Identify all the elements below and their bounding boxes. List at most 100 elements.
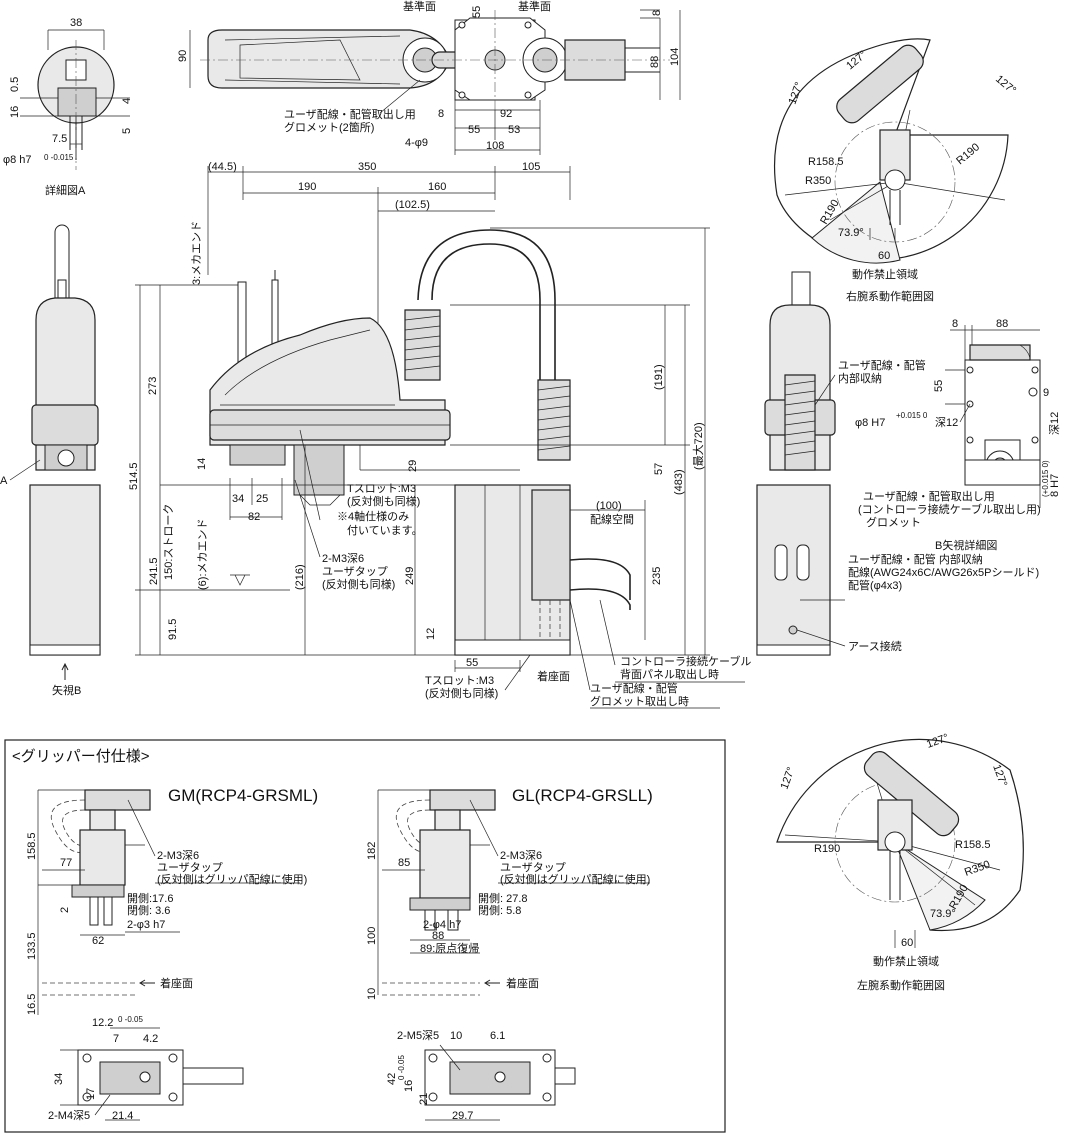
ref-surface-right: 基準面: [518, 0, 551, 13]
controller-cable-2: 背面パネル取出し時: [620, 667, 719, 681]
dim-720: (最大720): [691, 422, 705, 470]
dim-8-top: 8: [651, 10, 663, 16]
dim-55-base: 55: [466, 657, 478, 669]
wiring-spec-1: ユーザ配線・配管 内部収納: [848, 552, 983, 566]
right-dim-60: 60: [878, 250, 890, 262]
ref-surface-left: 基準面: [403, 0, 436, 13]
dim-88-top: 88: [649, 56, 661, 68]
shaft-tolerance: 0 -0.015: [44, 153, 74, 162]
dim-160: 160: [428, 181, 446, 193]
dim-216: (216): [294, 564, 306, 590]
gl-title: GL(RCP4-GRSLL): [512, 786, 653, 805]
b-h7-8: 8 H7: [1049, 474, 1061, 497]
gl-close: 閉側: 5.8: [478, 904, 521, 917]
gm-dim-17: 17: [85, 1088, 97, 1100]
four-axis-note-2: 付いています。: [347, 524, 423, 537]
right-r350: R350: [805, 175, 831, 187]
gm-dim-158-5: 158.5: [26, 832, 38, 860]
tslot-bottom-note: (反対側も同様): [425, 686, 498, 700]
gm-dim-133-5: 133.5: [26, 932, 38, 960]
gl-dim-10: 10: [366, 988, 378, 1000]
wiring-spec-3: 配管(φ4x3): [848, 578, 902, 592]
gl-tap: 2-M3深6: [500, 849, 542, 862]
dim-55-top: 55: [471, 6, 483, 18]
gl-pin: 2-φ4 h7: [423, 919, 461, 931]
gm-dim-62: 62: [92, 935, 104, 947]
grommet-note-2: グロメット(2箇所): [284, 120, 374, 134]
tslot-label: Tスロット:M3: [347, 483, 416, 495]
b-dim-9: 9: [1043, 387, 1049, 399]
gm-dim-2: 2: [59, 907, 71, 913]
gm-mount: 着座面: [160, 976, 193, 990]
detail-a-view: 38 0.5 16 4 5 7.5 φ8 h7 0 -0.015 詳細図A: [3, 17, 133, 197]
right-arm-range: 127° 127° 127° R158.5 R350 R190 R190 73.…: [773, 38, 1018, 303]
dim-235: 235: [651, 567, 663, 585]
dim-44-5: (44.5): [208, 161, 237, 173]
wiring-spec-2: 配線(AWG24x6C/AWG26x5Pシールド): [848, 565, 1039, 579]
dim-100-space: (100): [596, 500, 622, 512]
gm-dim-12-2-tol: 0 -0.05: [118, 1015, 143, 1024]
gl-open: 開側: 27.8: [478, 892, 528, 905]
rear-view: ユーザ配線・配管 内部収納 ユーザ配線・配管 内部収納 配線(AWG24x6C/…: [756, 271, 1061, 656]
right-angle-73-9: 73.9°: [838, 227, 864, 239]
dim-16: 16: [9, 106, 21, 118]
b-dim-88: 88: [996, 318, 1008, 330]
four-axis-note: ※4軸仕様のみ: [337, 509, 409, 523]
user-tap-label: 2-M3深6: [322, 552, 364, 565]
dim-57: 57: [653, 463, 665, 475]
dim-5: 5: [121, 128, 133, 134]
dim-105: 105: [522, 161, 540, 173]
right-prohibited: 動作禁止領域: [852, 267, 918, 281]
left-arm-range: 127° 127° 127° R190 R158.5 R350 R190 73.…: [776, 732, 1024, 992]
detail-a-title: 詳細図A: [45, 183, 86, 197]
tslot-bottom: Tスロット:M3: [425, 675, 494, 687]
dim-108: 108: [486, 140, 504, 152]
gm-open: 開側:17.6: [127, 892, 173, 905]
dim-91-5: 91.5: [167, 619, 179, 640]
user-tap-label-3: (反対側も同様): [322, 577, 395, 591]
gm-dim-12-2: 12.2: [92, 1017, 113, 1029]
gm-title: GM(RCP4-GRSML): [168, 786, 318, 805]
dim-483: (483): [673, 469, 685, 495]
label-a: A: [0, 475, 8, 487]
earth-label: アース接続: [848, 639, 902, 653]
gripper-title: <グリッパー付仕様>: [12, 748, 150, 765]
controller-cable: コントローラ接続ケーブル: [620, 654, 751, 668]
top-view: 基準面 基準面 55 8 90 88 104 ユーザ配線・配管取出し用 グロメッ…: [177, 0, 681, 155]
b-dim-8: 8: [952, 318, 958, 330]
gm-dim-7: 7: [113, 1033, 119, 1045]
b-grommet-label-3: グロメット: [866, 515, 921, 529]
b-detail-title: B矢視詳細図: [935, 538, 997, 552]
left-angle-73-9: 73.9°: [930, 908, 956, 920]
gl-dim-21: 21: [418, 1093, 430, 1105]
hole-spec: 4-φ9: [405, 137, 428, 149]
inner-wiring-label: ユーザ配線・配管: [838, 358, 926, 372]
dim-241-5: 241.5: [148, 557, 160, 585]
dim-14: 14: [196, 458, 208, 470]
dim-12: 12: [425, 628, 437, 640]
gm-close: 閉側: 3.6: [127, 904, 170, 917]
left-angle-127a: 127°: [779, 766, 798, 791]
dim-102-5: (102.5): [395, 199, 430, 211]
wiring-space: 配線空間: [590, 512, 634, 526]
gl-mount: 着座面: [506, 976, 539, 990]
mech-end-top: 3:メカエンド: [190, 221, 203, 285]
user-wiring-2: グロメット取出し時: [590, 694, 689, 708]
dim-249: 249: [404, 567, 416, 585]
gl-m5: 2-M5深5: [397, 1029, 439, 1042]
gl-dim-100: 100: [366, 927, 378, 945]
gl-dim-16-tol: 0 -0.05: [397, 1055, 406, 1080]
gl-tap-3: (反対側はグリッパ配線に使用): [500, 872, 650, 886]
mount-surface: 着座面: [537, 669, 570, 683]
gm-tap-3: (反対側はグリッパ配線に使用): [157, 872, 307, 886]
side-view: (44.5) 350 105 190 160 (102.5): [128, 161, 751, 709]
b-grommet-label: ユーザ配線・配管取出し用: [863, 489, 995, 503]
dim-38: 38: [70, 17, 82, 29]
gm-pin: 2-φ3 h7: [127, 919, 165, 931]
b-shaft-tol: +0.015 0: [896, 411, 928, 420]
gl-dim-89: 89:原点復帰: [420, 942, 479, 955]
user-tap-label-2: ユーザタップ: [322, 565, 388, 578]
dim-191: (191): [653, 364, 665, 390]
b-deep-12: 深12: [1048, 412, 1061, 435]
gl-dim-88: 88: [432, 930, 444, 942]
